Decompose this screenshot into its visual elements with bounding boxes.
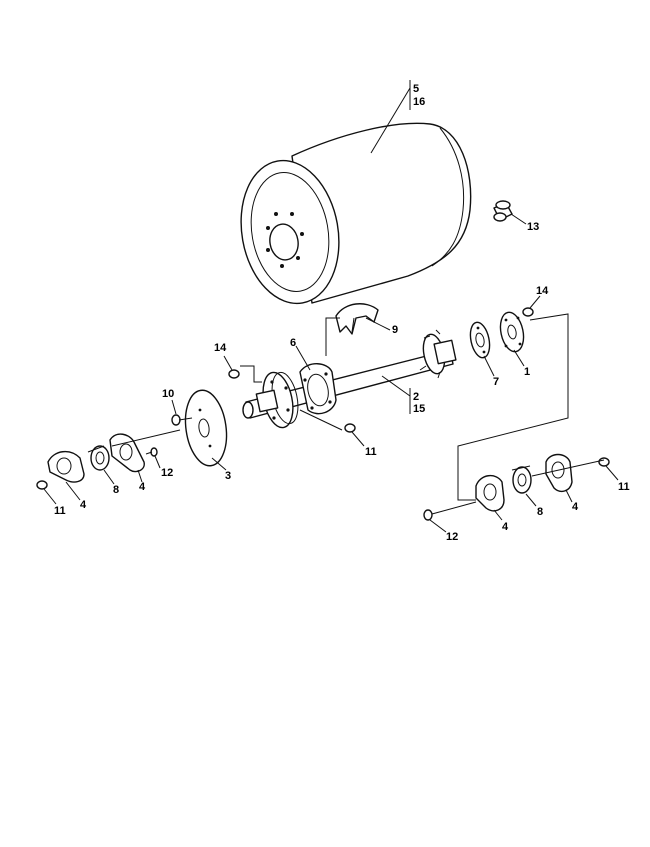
right-hub xyxy=(419,329,457,379)
nut-far-left xyxy=(36,480,48,490)
callout-1: 1 xyxy=(524,366,530,378)
callout-14-right: 14 xyxy=(536,285,549,297)
nut-center xyxy=(344,423,356,433)
callout-15: 15 xyxy=(413,403,425,415)
callout-12-left: 12 xyxy=(161,467,173,479)
callout-16: 16 xyxy=(413,96,425,108)
left-bearing-flange-inner xyxy=(109,433,145,473)
callout-11-right: 11 xyxy=(618,481,630,493)
grease-fitting xyxy=(493,200,513,222)
right-bearing-flange-outer xyxy=(545,453,573,493)
bolt-left xyxy=(145,447,158,457)
callout-11-left: 11 xyxy=(54,505,66,517)
callout-5: 5 xyxy=(413,83,419,95)
left-bearing-flange-outer xyxy=(47,451,85,483)
bolt xyxy=(171,414,193,426)
callout-10: 10 xyxy=(162,388,174,400)
connector-right xyxy=(457,313,569,501)
nut-top-right xyxy=(522,307,534,317)
gasket xyxy=(469,321,491,359)
connector-bracket xyxy=(325,317,340,356)
gasket-plate xyxy=(299,363,337,415)
left-bearing xyxy=(87,445,110,471)
callout-4-left-outer: 4 xyxy=(80,499,87,511)
callout-4-right-inner: 4 xyxy=(502,521,509,533)
callout-13: 13 xyxy=(527,221,539,233)
callout-12-right: 12 xyxy=(446,531,458,543)
bolt-right xyxy=(423,501,477,521)
callout-9: 9 xyxy=(392,324,398,336)
left-hub-flange xyxy=(255,371,299,429)
connector-left-hub xyxy=(240,365,262,383)
roller-drum xyxy=(240,122,472,305)
callout-6: 6 xyxy=(290,337,296,349)
right-bearing xyxy=(511,465,532,494)
callout-2: 2 xyxy=(413,391,419,403)
right-bearing-flange-inner xyxy=(475,475,505,512)
disc xyxy=(184,389,228,467)
callout-8-left: 8 xyxy=(113,484,119,496)
callout-3: 3 xyxy=(225,470,231,482)
callout-4-right-outer: 4 xyxy=(572,501,579,513)
callout-7: 7 xyxy=(493,376,499,388)
callout-14-left: 14 xyxy=(214,342,227,354)
end-plate xyxy=(499,311,525,353)
callout-4-left-inner: 4 xyxy=(139,481,146,493)
nut-left xyxy=(228,369,240,379)
callout-8-right: 8 xyxy=(537,506,543,518)
callout-11-center: 11 xyxy=(365,446,377,458)
bracket xyxy=(335,303,379,335)
nut-far-right xyxy=(598,457,610,467)
